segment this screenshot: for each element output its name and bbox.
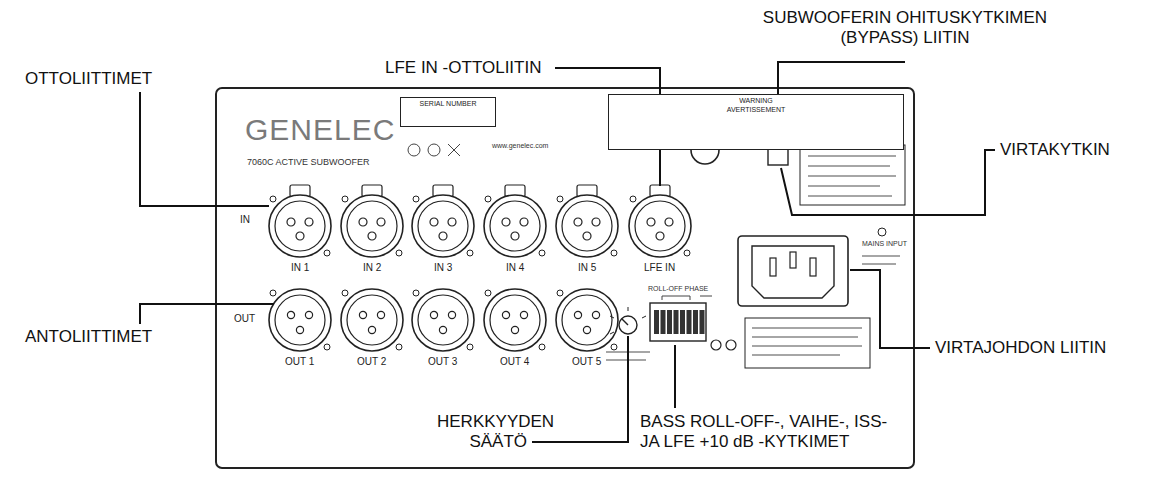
callout-label: HERKKYYDEN SÄÄTÖ [437,412,527,453]
panel-label: www.genelec.com [492,142,548,150]
callout-label: LFE IN -OTTOLIITIN [385,58,541,78]
connector-label: OUT 4 [500,356,529,368]
callout-label: SUBWOOFERIN OHITUSKYTKIMEN (BYPASS) LIIT… [762,8,1048,49]
connector-label: IN 4 [506,262,524,274]
callout-label: VIRTAKYTKIN [1000,140,1110,160]
connector-label: OUT 5 [572,356,601,368]
connector-label: OUT 2 [357,356,386,368]
box-text: AVERTISSEMENT [727,106,785,115]
connector-label: LFE IN [644,262,675,274]
connector-label: IN 3 [434,262,452,274]
brand-logo: GENELEC [245,112,395,148]
connector-label: IN 2 [363,262,381,274]
callout-label: VIRTAJOHDON LIITIN [935,338,1106,358]
connector-label: OUT 3 [428,356,457,368]
panel-label: OUT [234,313,255,325]
warning-box: WARNINGAVERTISSEMENT [608,94,904,150]
connector-label: OUT 1 [285,356,314,368]
panel-label: IN [240,214,250,226]
callout-label: OTTOLIITTIMET [25,69,152,89]
callout-label: ANTOLIITTIMET [25,327,152,347]
connector-label: IN 5 [578,262,596,274]
box-text: SERIAL NUMBER [420,100,477,109]
panel-label: 7060C ACTIVE SUBWOOFER [247,157,370,168]
panel-label: MAINS INPUT [862,240,907,248]
panel-label: ROLL-OFF PHASE [648,285,708,293]
connector-label: IN 1 [291,262,309,274]
callout-label: BASS ROLL-OFF-, VAIHE-, ISS- JA LFE +10 … [640,412,889,453]
box-text: WARNING [739,97,773,106]
serial-number-box: SERIAL NUMBER [400,97,496,127]
